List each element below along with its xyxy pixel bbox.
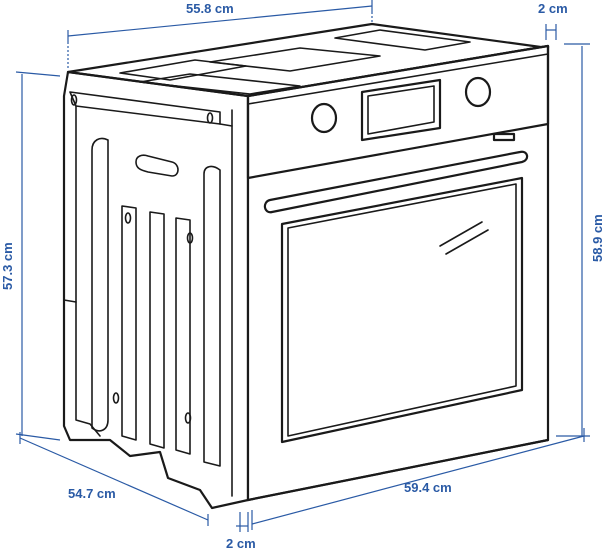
top-recess-front	[139, 73, 301, 95]
dim-bottom-depth: 54.7 cm	[19, 432, 209, 526]
side-rib-3	[149, 211, 165, 449]
side-hole-4	[184, 412, 192, 424]
dim-label-top-offset: 2 cm	[538, 1, 568, 16]
side-rib-4	[175, 217, 191, 455]
left-knob	[310, 102, 338, 134]
side-hole-5	[206, 112, 214, 124]
left-side-flange	[69, 91, 221, 125]
dim-label-bottom-width: 59.4 cm	[404, 480, 452, 495]
door-window-inner	[287, 183, 517, 437]
top-recess-right	[334, 29, 471, 51]
dim-label-right-height: 58.9 cm	[590, 214, 605, 262]
side-hole-6	[70, 94, 78, 106]
door-hinge	[492, 132, 516, 142]
dim-bottom-width: 59.4 cm	[251, 428, 585, 530]
oven-illustration	[62, 22, 550, 510]
dim-label-left-height: 57.3 cm	[0, 242, 15, 290]
side-rib-1	[91, 137, 109, 432]
control-panel	[246, 44, 550, 180]
dim-top-width: 55.8 cm	[67, 0, 373, 70]
glass-reflection-1	[439, 221, 483, 247]
top-recess-center	[209, 47, 381, 72]
display-screen-inner	[367, 85, 435, 135]
dim-label-bottom-depth: 54.7 cm	[68, 486, 116, 501]
dim-right-height: 58.9 cm	[556, 43, 605, 437]
side-hole-1	[124, 212, 132, 224]
side-rib-5	[203, 165, 221, 467]
side-frame-top	[219, 123, 233, 127]
left-side-flange-back	[63, 95, 77, 303]
control-panel-top-edge	[247, 53, 549, 105]
side-hole-3	[112, 392, 120, 404]
side-hole-2	[186, 232, 194, 244]
dim-label-bottom-offset: 2 cm	[226, 536, 256, 550]
side-handle-slot	[135, 154, 179, 177]
dim-label-top-width: 55.8 cm	[186, 1, 234, 16]
dim-bottom-offset: 2 cm	[226, 512, 256, 550]
dim-top-offset: 2 cm	[538, 1, 568, 40]
side-rib-2	[121, 205, 137, 441]
glass-reflection-2	[445, 229, 489, 255]
dim-left-height: 57.3 cm	[0, 71, 61, 441]
left-side-lower-edge	[75, 301, 101, 437]
door-bottom-edge	[246, 438, 550, 502]
door-handle	[263, 150, 529, 214]
right-knob	[464, 76, 492, 108]
